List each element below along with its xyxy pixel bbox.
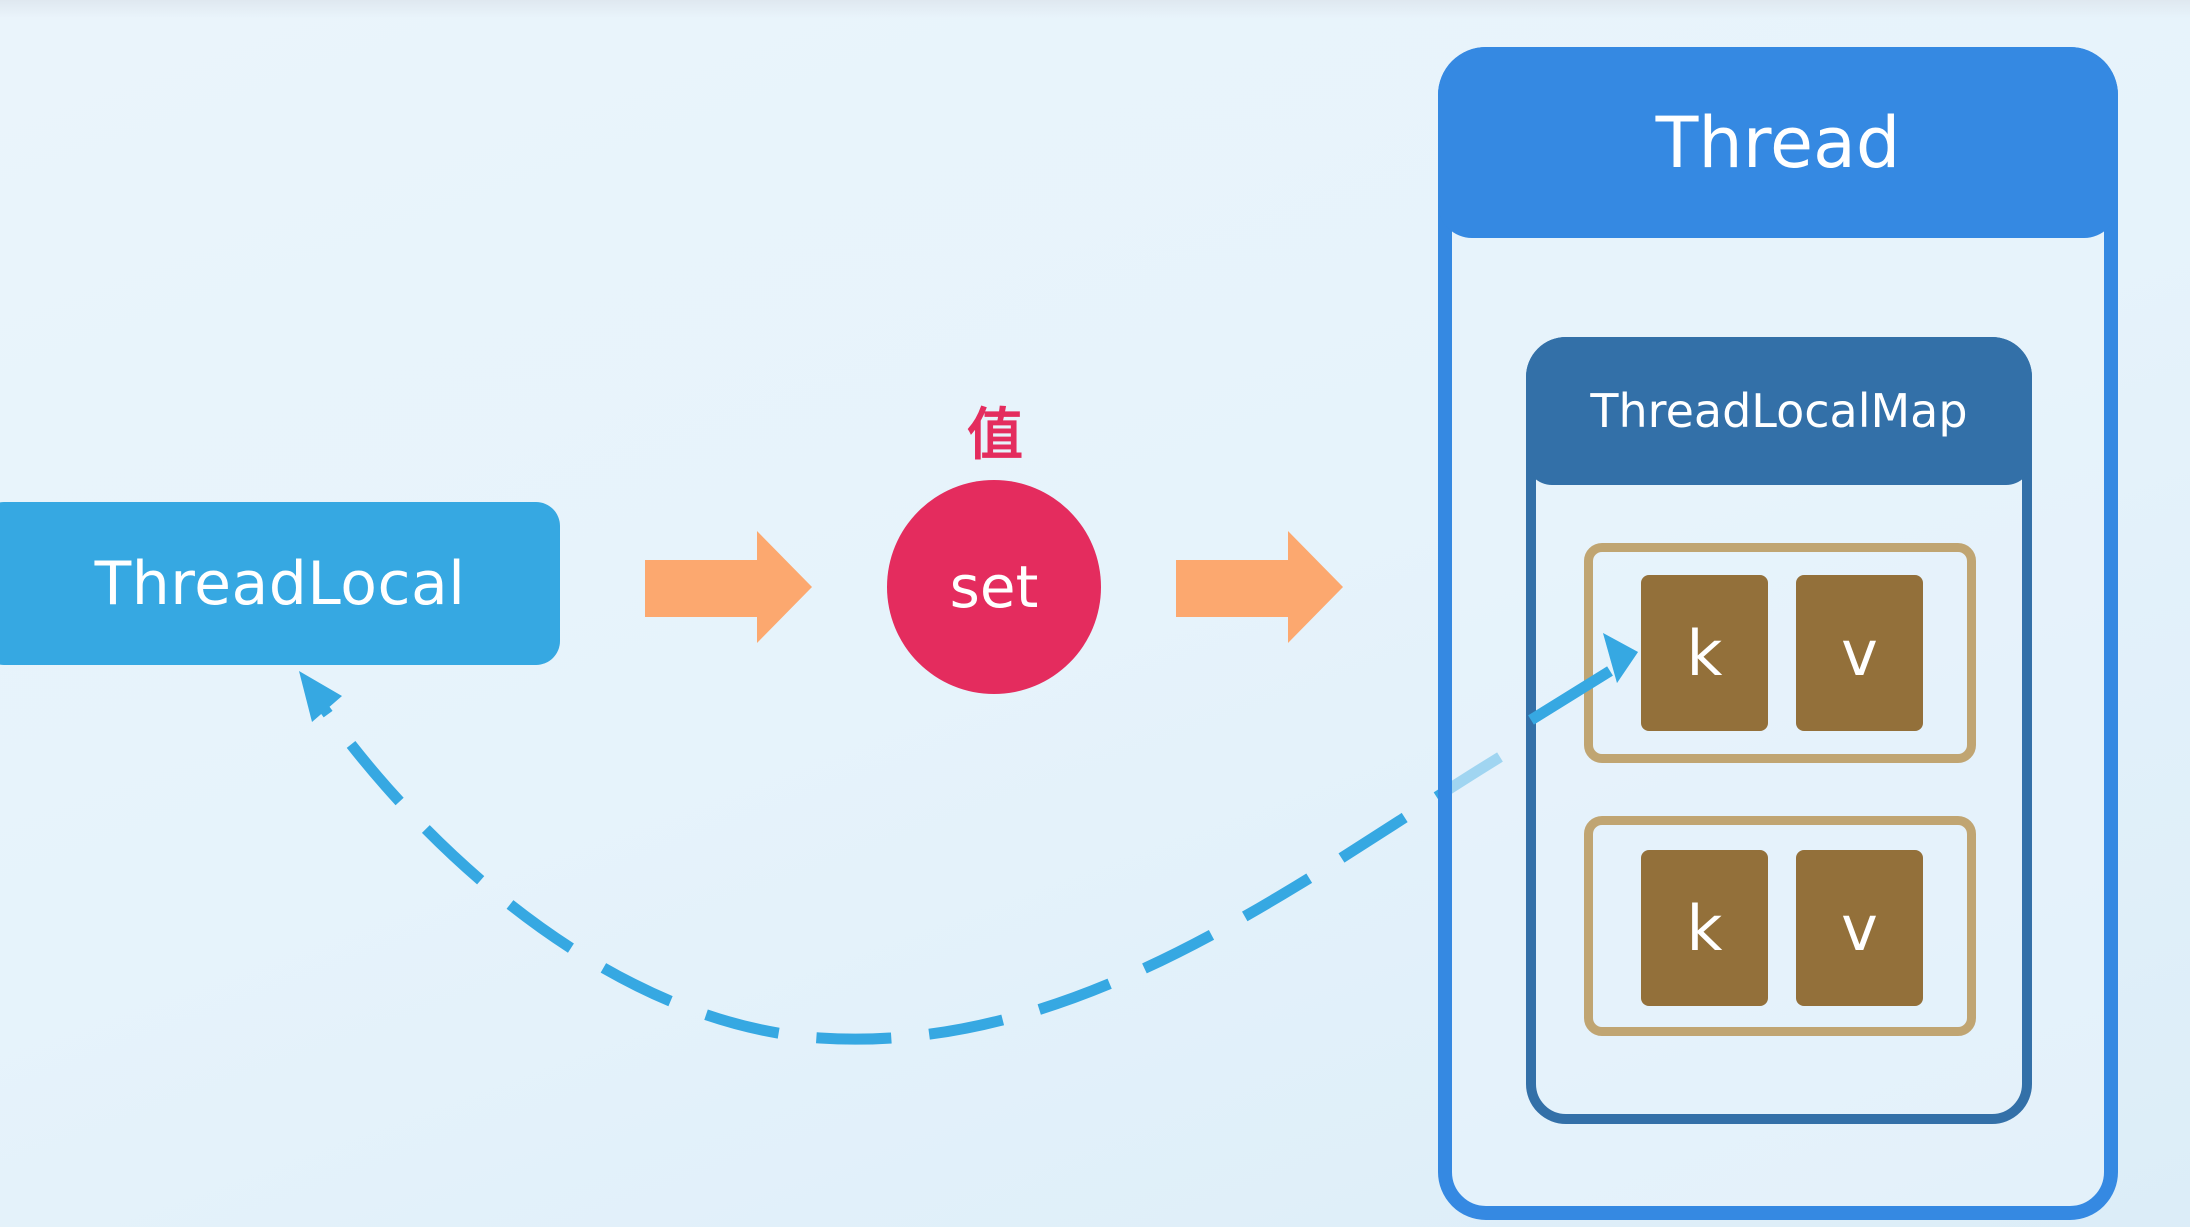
threadlocal-box: ThreadLocal — [0, 502, 560, 665]
entry-value: v — [1841, 616, 1878, 690]
entry-key: k — [1686, 616, 1723, 690]
entry-value: v — [1841, 891, 1878, 965]
value-label: 值 — [967, 403, 1023, 468]
entry-value-cell: v — [1796, 575, 1923, 731]
threadlocal-label: ThreadLocal — [94, 548, 466, 619]
entry-key: k — [1686, 891, 1723, 965]
threadlocalmap-header: ThreadLocalMap — [1526, 337, 2032, 485]
top-fade — [0, 0, 2190, 18]
entry-value-cell: v — [1796, 850, 1923, 1006]
dashed-reference-curve — [313, 696, 1503, 1045]
block-arrow-set-to-thread — [1176, 531, 1343, 643]
arrowhead-to-threadlocal — [299, 671, 342, 722]
thread-header: Thread — [1438, 47, 2118, 238]
entry-key-cell: k — [1641, 850, 1768, 1006]
map-entry — [1584, 543, 1976, 763]
set-node: set — [887, 480, 1101, 694]
map-entry — [1584, 816, 1976, 1036]
block-arrow-threadlocal-to-set — [645, 531, 812, 643]
threadlocalmap-title: ThreadLocalMap — [1590, 384, 1968, 438]
set-label: set — [949, 553, 1039, 621]
thread-title: Thread — [1655, 101, 1901, 184]
entry-key-cell: k — [1641, 575, 1768, 731]
